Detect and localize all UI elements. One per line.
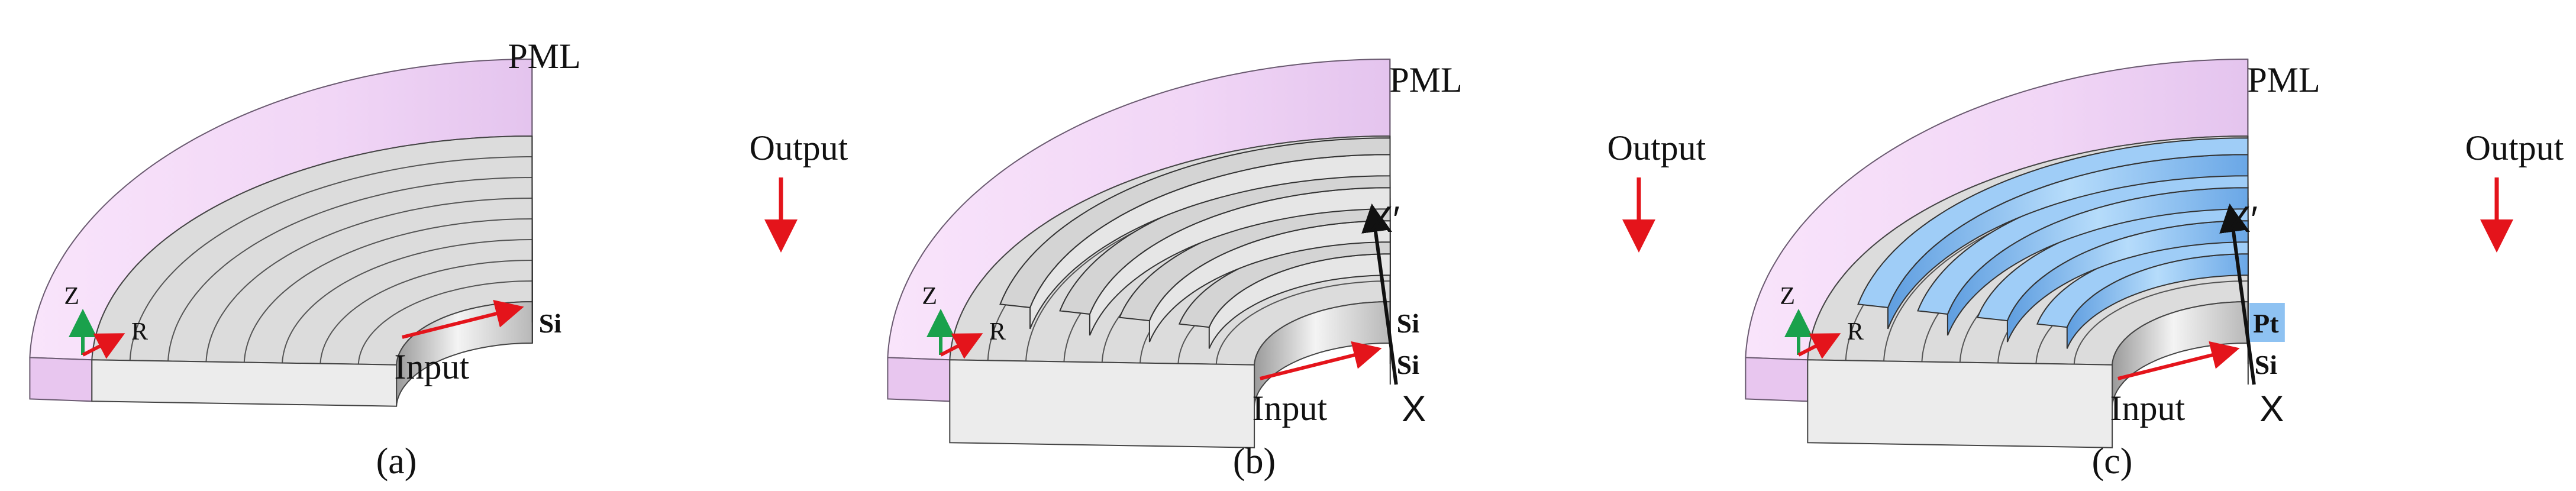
material-label: Si [1397,308,1420,338]
output-label: Output [1607,128,1706,167]
r-axis-label: R [1847,318,1864,345]
pml-label: PML [508,37,580,76]
input-label: Input [394,347,469,386]
material-label: Pt [2253,308,2279,338]
cut-end-label: X′ [1368,199,1400,240]
material-label: Si [1397,350,1420,380]
panel-caption: (c) [2092,441,2133,482]
panel-caption: (b) [1233,441,1276,482]
r-axis-label: R [131,318,148,345]
r-axis-label: R [989,318,1006,345]
material-label: Si [2255,350,2278,380]
z-axis-label: Z [1780,283,1795,310]
cut-start-label: X [2259,389,2284,429]
silicon-left-face [950,360,1254,447]
input-label: Input [2110,389,2185,428]
z-axis-label: Z [922,283,937,310]
pml-label: PML [2247,60,2320,99]
output-label: Output [2465,128,2564,167]
z-axis-label: Z [64,283,79,310]
output-label: Output [750,128,848,167]
silicon-left-face [1807,360,2112,447]
pml-left-face [1745,357,1807,401]
pml-label: PML [1389,60,1462,99]
pml-left-face [30,357,92,401]
input-label: Input [1252,389,1327,428]
silicon-left-face [92,360,396,406]
material-label: Si [539,308,562,338]
cut-end-label: X′ [2226,199,2258,240]
pml-left-face [887,357,950,401]
panel-caption: (a) [376,441,417,482]
cut-start-label: X [1402,389,1426,429]
